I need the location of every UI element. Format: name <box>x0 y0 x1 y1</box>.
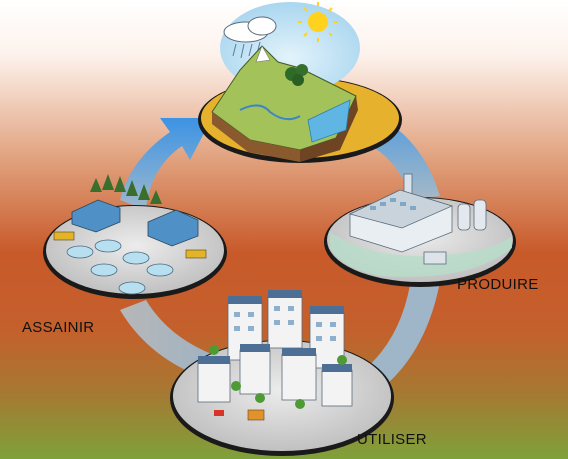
produire-water-edge <box>330 232 512 277</box>
city-buildings-icon <box>197 290 353 421</box>
mountain-terrain-icon <box>211 45 358 162</box>
label-utiliser: UTILISER <box>357 431 427 448</box>
water-treatment-plant-icon <box>53 174 207 295</box>
arrow-produire-to-utiliser <box>364 270 442 390</box>
sun-icon <box>298 2 338 42</box>
produire-stage <box>324 173 516 287</box>
nature-stage <box>198 2 402 163</box>
label-produire: PRODUIRE <box>457 276 539 293</box>
arrow-utiliser-to-assainir <box>120 300 222 380</box>
factory-icon <box>348 173 487 265</box>
utiliser-stage <box>170 290 394 456</box>
label-assainir: ASSAINIR <box>22 319 95 336</box>
assainir-stage <box>43 174 227 299</box>
rain-cloud-icon <box>223 16 277 59</box>
